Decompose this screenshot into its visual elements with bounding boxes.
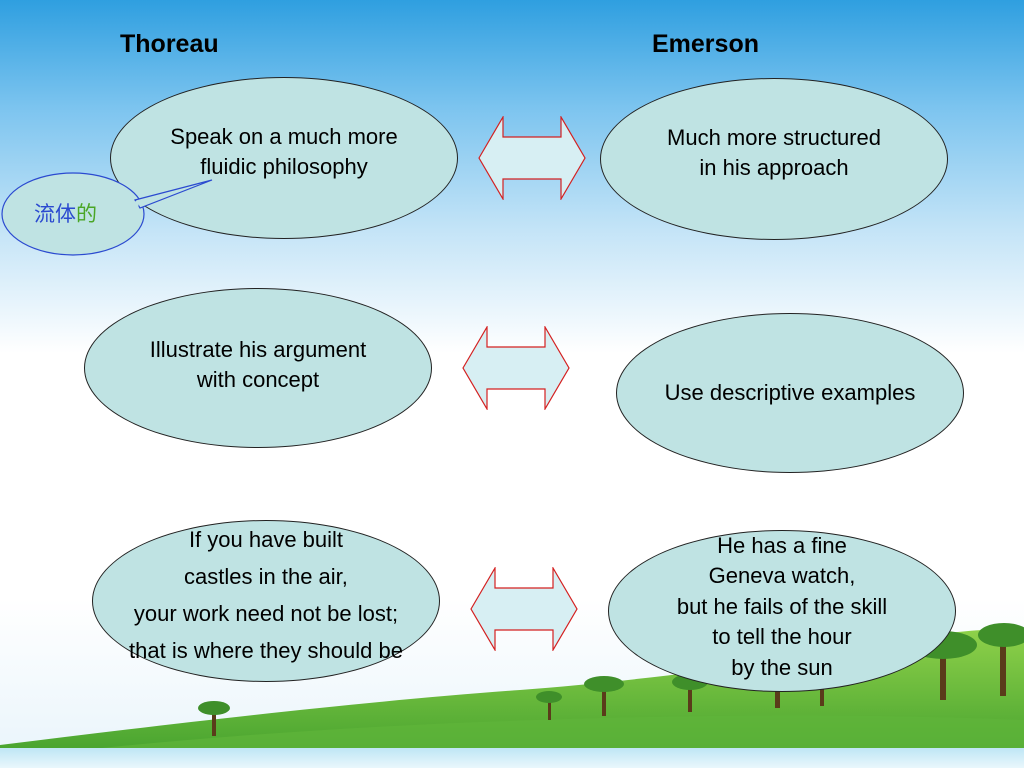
emerson-header: Emerson: [652, 30, 759, 58]
callout-text-part2: 的: [76, 202, 97, 226]
thoreau-point-3: If you have built castles in the air, yo…: [92, 520, 440, 682]
emerson-point-1: Much more structured in his approach: [600, 78, 948, 240]
emerson-point-3-text: He has a fine Geneva watch, but he fails…: [676, 532, 888, 680]
thoreau-header: Thoreau: [120, 30, 219, 58]
double-arrow-icon: [478, 116, 586, 200]
double-arrow-icon: [470, 567, 578, 651]
thoreau-point-1-text: Speak on a much more fluidic philosophy: [170, 124, 398, 179]
emerson-point-1-text: Much more structured in his approach: [667, 125, 881, 180]
double-arrow-icon: [462, 326, 570, 410]
thoreau-point-2-text: Illustrate his argument with concept: [149, 337, 367, 392]
callout-bubble: [1, 172, 213, 256]
emerson-point-3: He has a fine Geneva watch, but he fails…: [608, 530, 956, 692]
emerson-point-2-text: Use descriptive examples: [664, 380, 916, 405]
emerson-point-2: Use descriptive examples: [616, 313, 964, 473]
thoreau-point-2: Illustrate his argument with concept: [84, 288, 432, 448]
thoreau-point-3-text: If you have built castles in the air, yo…: [129, 527, 403, 663]
thoreau-point-1: Speak on a much more fluidic philosophy: [110, 77, 458, 239]
callout-text-part1: 流体: [34, 202, 76, 226]
callout-text: 流体的: [34, 198, 97, 228]
